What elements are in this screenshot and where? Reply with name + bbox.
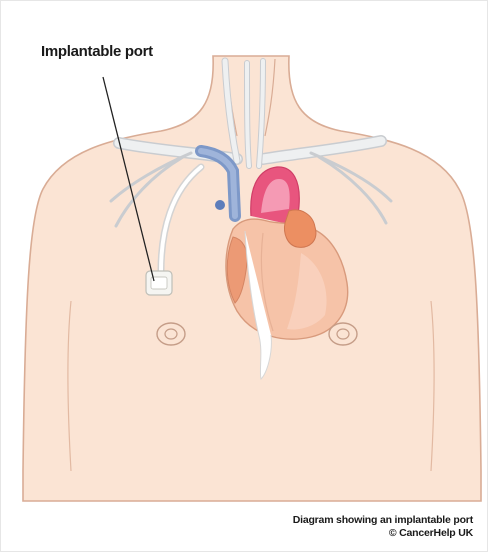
implantable-port-label: Implantable port — [41, 43, 153, 60]
vein-branch-dot-left — [215, 200, 225, 210]
caption-line-1: Diagram showing an implantable port — [293, 514, 473, 527]
caption-line-2: © CancerHelp UK — [293, 527, 473, 540]
diagram-caption: Diagram showing an implantable port © Ca… — [293, 514, 473, 540]
implantable-port — [146, 271, 172, 295]
